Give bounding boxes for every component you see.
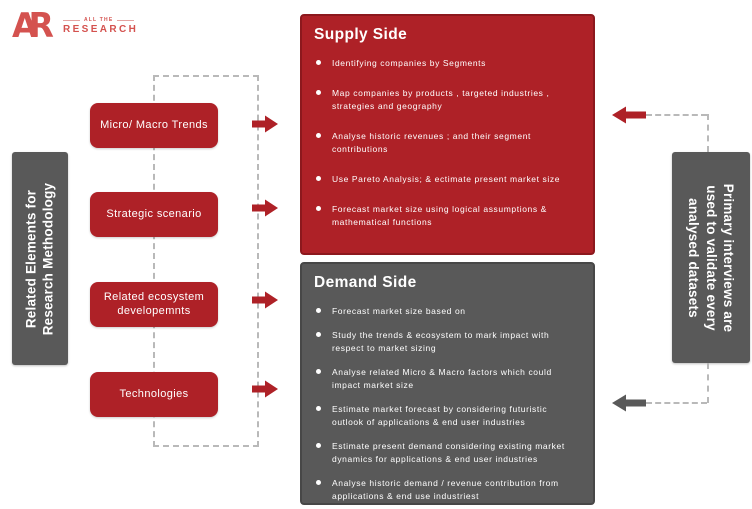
trend-box-technologies: Technologies: [90, 372, 218, 417]
dashed-line-top: [646, 114, 707, 116]
bullet-icon: [316, 308, 321, 313]
supply-side-bullets: Identifying companies by Segments Map co…: [314, 57, 581, 229]
demand-bullet: Estimate present demand considering exis…: [316, 440, 577, 466]
arrow-right-icon: [252, 115, 278, 133]
supply-bullet: Analyse historic revenues ; and their se…: [316, 130, 577, 156]
dashed-line-bottom: [646, 402, 707, 404]
logo-tagline-top: ALL THE: [62, 17, 138, 23]
dashed-line-bottom-drop: [707, 363, 709, 403]
supply-bullet: Identifying companies by Segments: [316, 57, 577, 70]
supply-bullet: Map companies by products , targeted ind…: [316, 87, 577, 113]
bullet-icon: [316, 176, 321, 181]
trend-box-micro-macro-trends: Micro/ Macro Trends: [90, 103, 218, 148]
bullet-icon: [316, 480, 321, 485]
arrow-left-red-icon: [612, 106, 646, 124]
supply-side-title: Supply Side: [314, 26, 408, 43]
arrow-right-icon: [252, 291, 278, 309]
arrow-left-gray-icon: [612, 394, 646, 412]
left-banner-label: Related Elements for Research Methodolog…: [23, 182, 56, 335]
bullet-icon: [316, 60, 321, 65]
demand-side-bullets: Forecast market size based on Study the …: [314, 305, 581, 503]
supply-bullet: Use Pareto Analysis; & ectimate present …: [316, 173, 577, 186]
demand-bullet: Study the trends & ecosystem to mark imp…: [316, 329, 577, 355]
demand-side-title: Demand Side: [314, 274, 417, 291]
bullet-icon: [316, 369, 321, 374]
trend-box-strategic-scenario: Strategic scenario: [90, 192, 218, 237]
supply-side-panel: Supply Side Identifying companies by Seg…: [300, 14, 595, 255]
logo-tagline-bottom-label: RESEARCH: [62, 24, 139, 35]
bullet-icon: [316, 206, 321, 211]
demand-bullet: Forecast market size based on: [316, 305, 577, 318]
supply-bullet: Forecast market size using logical assum…: [316, 203, 577, 229]
right-banner-label: Primary interviews are used to validate …: [686, 183, 736, 332]
demand-side-panel: Demand Side Forecast market size based o…: [300, 262, 595, 505]
tagline-rule: [62, 19, 80, 21]
bullet-icon: [316, 133, 321, 138]
tagline-rule: [117, 19, 135, 21]
logo-text: ALL THE RESEARCH: [62, 17, 139, 35]
arrow-right-icon: [252, 380, 278, 398]
atr-logo-icon: AR: [12, 5, 54, 46]
left-banner-related-elements: Related Elements for Research Methodolog…: [12, 152, 68, 365]
logo-tagline-top-label: ALL THE: [83, 17, 114, 23]
demand-bullet: Analyse related Micro & Macro factors wh…: [316, 366, 577, 392]
right-banner-primary-interviews: Primary interviews are used to validate …: [672, 152, 750, 363]
bullet-icon: [316, 90, 321, 95]
demand-bullet: Analyse historic demand / revenue contri…: [316, 477, 577, 503]
logo: AR ALL THE RESEARCH: [12, 5, 139, 46]
demand-bullet: Estimate market forecast by considering …: [316, 403, 577, 429]
bullet-icon: [316, 443, 321, 448]
bullet-icon: [316, 406, 321, 411]
dashed-connector-loop: [153, 75, 259, 447]
bullet-icon: [316, 332, 321, 337]
dashed-line-top-drop: [707, 114, 709, 152]
arrow-right-icon: [252, 199, 278, 217]
trend-box-related-ecosystem: Related ecosystem developemnts: [90, 282, 218, 327]
